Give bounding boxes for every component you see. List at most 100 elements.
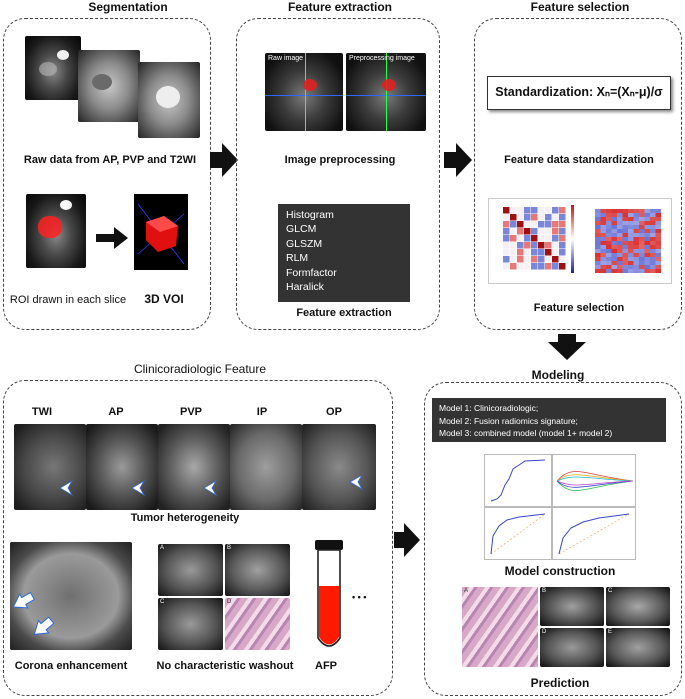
heatmap-cell xyxy=(617,229,623,233)
heatmap-cell xyxy=(517,249,524,256)
heatmap-cell xyxy=(517,214,524,221)
panel-letter: A xyxy=(464,588,469,594)
heatmap-cell xyxy=(559,263,566,270)
arrow-right-icon xyxy=(210,152,224,168)
heatmap-cell xyxy=(622,233,628,237)
mri-twi xyxy=(14,424,86,510)
heatmap-cell xyxy=(595,237,601,241)
mri-op xyxy=(302,424,376,510)
heatmap-cell xyxy=(639,221,645,225)
heatmap-cell xyxy=(644,221,650,225)
heatmap-cell xyxy=(628,249,634,253)
heatmap-cell xyxy=(639,241,645,245)
heatmap-cell xyxy=(600,265,606,269)
arrowhead-icon xyxy=(222,143,238,177)
heatmap-cell xyxy=(606,233,612,237)
clinicoradiologic-panel xyxy=(3,380,393,696)
heatmap-cell xyxy=(644,269,650,273)
heatmap-cell xyxy=(655,261,661,265)
heatmap-cell xyxy=(617,209,623,213)
afp-caption: AFP xyxy=(315,660,337,672)
heatmap-cell xyxy=(617,245,623,249)
heatmap-cell xyxy=(517,207,524,214)
preprocessing-image xyxy=(346,53,426,131)
heatmap-cell xyxy=(524,221,531,228)
heatmap-cell xyxy=(538,249,545,256)
heatmap-cell xyxy=(503,228,510,235)
heatmap-cell xyxy=(622,237,628,241)
mri-slice-ap xyxy=(25,36,81,100)
heatmap-cell xyxy=(595,229,601,233)
feature-list-item: ...... xyxy=(286,295,304,308)
heatmap-cell xyxy=(655,213,661,217)
test-tube-icon xyxy=(312,540,346,656)
heatmap-cell xyxy=(552,235,559,242)
heatmap-cell xyxy=(655,257,661,261)
heatmap-cell xyxy=(633,221,639,225)
feature-selection-title: Feature selection xyxy=(530,0,630,14)
heatmap-cell xyxy=(650,233,656,237)
heatmap-cell xyxy=(611,229,617,233)
model-list-box: Model 1: Clinicoradiologic; Model 2: Fus… xyxy=(432,398,666,442)
heatmap-cell xyxy=(611,249,617,253)
heatmap-cell xyxy=(650,253,656,257)
heatmap-cell xyxy=(650,245,656,249)
heatmap-cell xyxy=(524,207,531,214)
heatmap-cell xyxy=(531,235,538,242)
heatmap-cell xyxy=(538,221,545,228)
heatmap-cell xyxy=(628,261,634,265)
arrowhead-icon xyxy=(548,342,586,360)
feature-list-item: RLM xyxy=(286,252,309,265)
raw-data-caption: Raw data from AP, PVP and T2WI xyxy=(23,154,197,166)
heatmap-cell xyxy=(644,257,650,261)
heatmap-cell xyxy=(559,228,566,235)
arrowhead-icon xyxy=(114,227,128,249)
heatmap-cell xyxy=(650,241,656,245)
heatmap-cell xyxy=(531,221,538,228)
heatmap-cell xyxy=(503,221,510,228)
heatmap-cell xyxy=(600,261,606,265)
heatmap-cell xyxy=(531,249,538,256)
clinicoradiologic-title: Clinicoradiologic Feature xyxy=(133,362,267,376)
heatmap-cell xyxy=(633,217,639,221)
arrowhead-icon xyxy=(59,479,74,497)
heatmap-cell xyxy=(606,225,612,229)
heatmap-cell xyxy=(617,261,623,265)
heatmap-cell xyxy=(600,257,606,261)
heatmap-cell xyxy=(644,213,650,217)
heatmap-cell xyxy=(611,253,617,257)
heatmap-cell xyxy=(595,245,601,249)
heatmap-cell xyxy=(639,229,645,233)
heatmap-cell xyxy=(559,235,566,242)
heatmap-cell xyxy=(559,221,566,228)
heatmap-cell xyxy=(611,209,617,213)
segmentation-title: Segmentation xyxy=(88,0,168,14)
washout-caption: No characteristic washout xyxy=(156,660,294,672)
heatmap-cell xyxy=(628,221,634,225)
arrowhead-icon xyxy=(131,479,146,497)
heatmap-cell xyxy=(628,217,634,221)
heatmap-cell xyxy=(538,242,545,249)
heatmap-cell xyxy=(655,241,661,245)
heatmap-cell xyxy=(595,249,601,253)
heatmap-cell xyxy=(611,241,617,245)
heatmap-cell xyxy=(611,233,617,237)
heatmap-cell xyxy=(617,265,623,269)
heatmap-cell xyxy=(628,209,634,213)
heatmap-cell xyxy=(524,242,531,249)
model-item: Model 3: combined model (model 1+ model … xyxy=(439,428,613,438)
panel-letter: C xyxy=(608,588,613,594)
panel-letter: A xyxy=(160,545,165,551)
heatmap-cell xyxy=(503,214,510,221)
heatmap-cell xyxy=(622,221,628,225)
heatmap-cell xyxy=(538,228,545,235)
heatmap-cell xyxy=(633,213,639,217)
arrowhead-icon xyxy=(404,523,420,557)
heatmap-cell xyxy=(545,256,552,263)
heatmap-cell xyxy=(503,207,510,214)
heatmap-cell xyxy=(622,257,628,261)
heatmap-cell xyxy=(606,265,612,269)
voi-3d-image xyxy=(134,194,188,270)
heatmap-cell xyxy=(600,217,606,221)
heatmap-cell xyxy=(545,228,552,235)
